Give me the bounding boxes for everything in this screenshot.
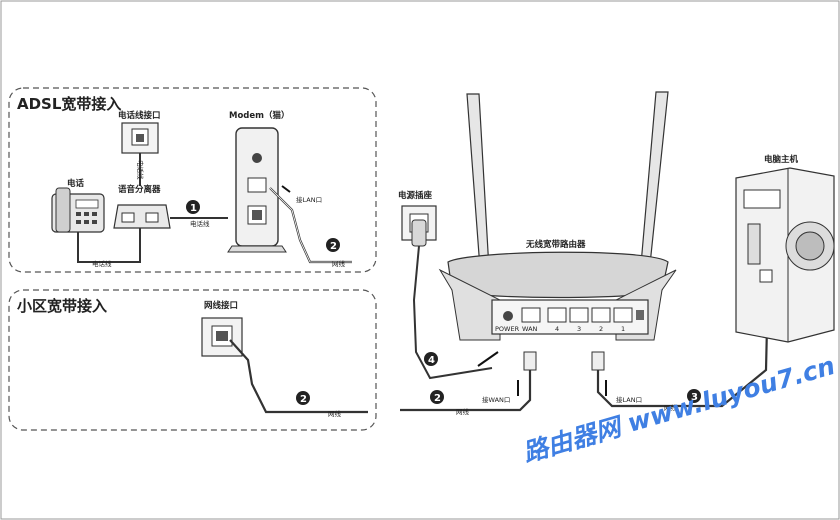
adsl-section-title: ADSL宽带接入 <box>17 95 121 113</box>
router-net-line-label: 网线 <box>456 407 470 416</box>
step-4-number: 4 <box>428 355 435 366</box>
port-lan1-label: 1 <box>621 325 625 333</box>
step-3-badge <box>687 389 701 403</box>
phone-jack-label: 电话线接口 <box>118 110 161 121</box>
step-2-badge-bottom <box>296 391 310 405</box>
step-1-number: 1 <box>190 203 197 214</box>
port-wan-label: WAN <box>522 325 538 333</box>
adsl-section-box <box>8 87 377 273</box>
modem-cable-highlight <box>269 187 352 263</box>
community-net-line-label: 网线 <box>328 409 342 418</box>
watermark-text: 路由器网 www.luyou7.cn <box>520 351 839 468</box>
power-adapter-icon <box>401 205 437 247</box>
step-3-number: 3 <box>691 392 698 403</box>
router-wan-cable <box>400 370 532 412</box>
ethernet-wall-jack-icon <box>201 317 243 357</box>
router-label: 无线宽带路由器 <box>525 239 586 250</box>
router-wan-mark: 接WAN口 <box>482 395 510 404</box>
router-lan-mark: 接LAN口 <box>616 395 642 404</box>
power-adapter-label: 电源插座 <box>398 190 433 201</box>
port-lan2-label: 2 <box>599 325 603 333</box>
step-2-number-top: 2 <box>330 241 337 252</box>
modem-label: Modem（猫） <box>229 110 290 121</box>
telephone-icon <box>51 187 105 233</box>
lan-connector <box>591 351 605 371</box>
community-section-box <box>8 289 377 431</box>
wall-jack-label: 网线接口 <box>204 300 238 311</box>
phone-line-label: 电话线 <box>92 259 112 268</box>
modem-icon <box>227 127 287 253</box>
step-2-badge-router <box>430 390 444 404</box>
community-section-title: 小区宽带接入 <box>17 297 107 315</box>
pc-tower-icon <box>735 167 835 343</box>
step-2-badge-top <box>326 238 340 252</box>
step-1-badge <box>186 200 200 214</box>
phone-jack-icon <box>121 122 159 154</box>
router-lan-cable <box>596 281 770 408</box>
modem-lan-mark: 接LAN口 <box>296 195 322 204</box>
step-4-badge <box>424 352 438 366</box>
jack-line-label: 电话线 <box>136 160 145 180</box>
port-lan4-label: 4 <box>555 325 559 333</box>
step-2-number-router: 2 <box>434 393 441 404</box>
splitter-modem-line-label: 电话线 <box>190 219 210 228</box>
phone-to-splitter-line <box>77 228 141 263</box>
port-power-label: POWER <box>495 325 520 333</box>
pc-label: 电脑主机 <box>764 154 799 165</box>
wan-connector <box>523 351 537 371</box>
wireless-router-icon <box>438 91 677 341</box>
modem-lan-arrow <box>281 185 291 193</box>
splitter-icon <box>113 204 171 229</box>
adsl-net-line-label: 网线 <box>332 259 346 268</box>
phone-label: 电话 <box>67 178 85 189</box>
step-2-number-bottom: 2 <box>300 394 307 405</box>
splitter-label: 语音分离器 <box>118 184 161 195</box>
port-lan3-label: 3 <box>577 325 581 333</box>
power-cable <box>412 245 493 380</box>
pc-net-line-label: 网线 <box>664 403 678 412</box>
wall-jack-cable <box>229 339 368 414</box>
power-arrow <box>477 351 499 367</box>
